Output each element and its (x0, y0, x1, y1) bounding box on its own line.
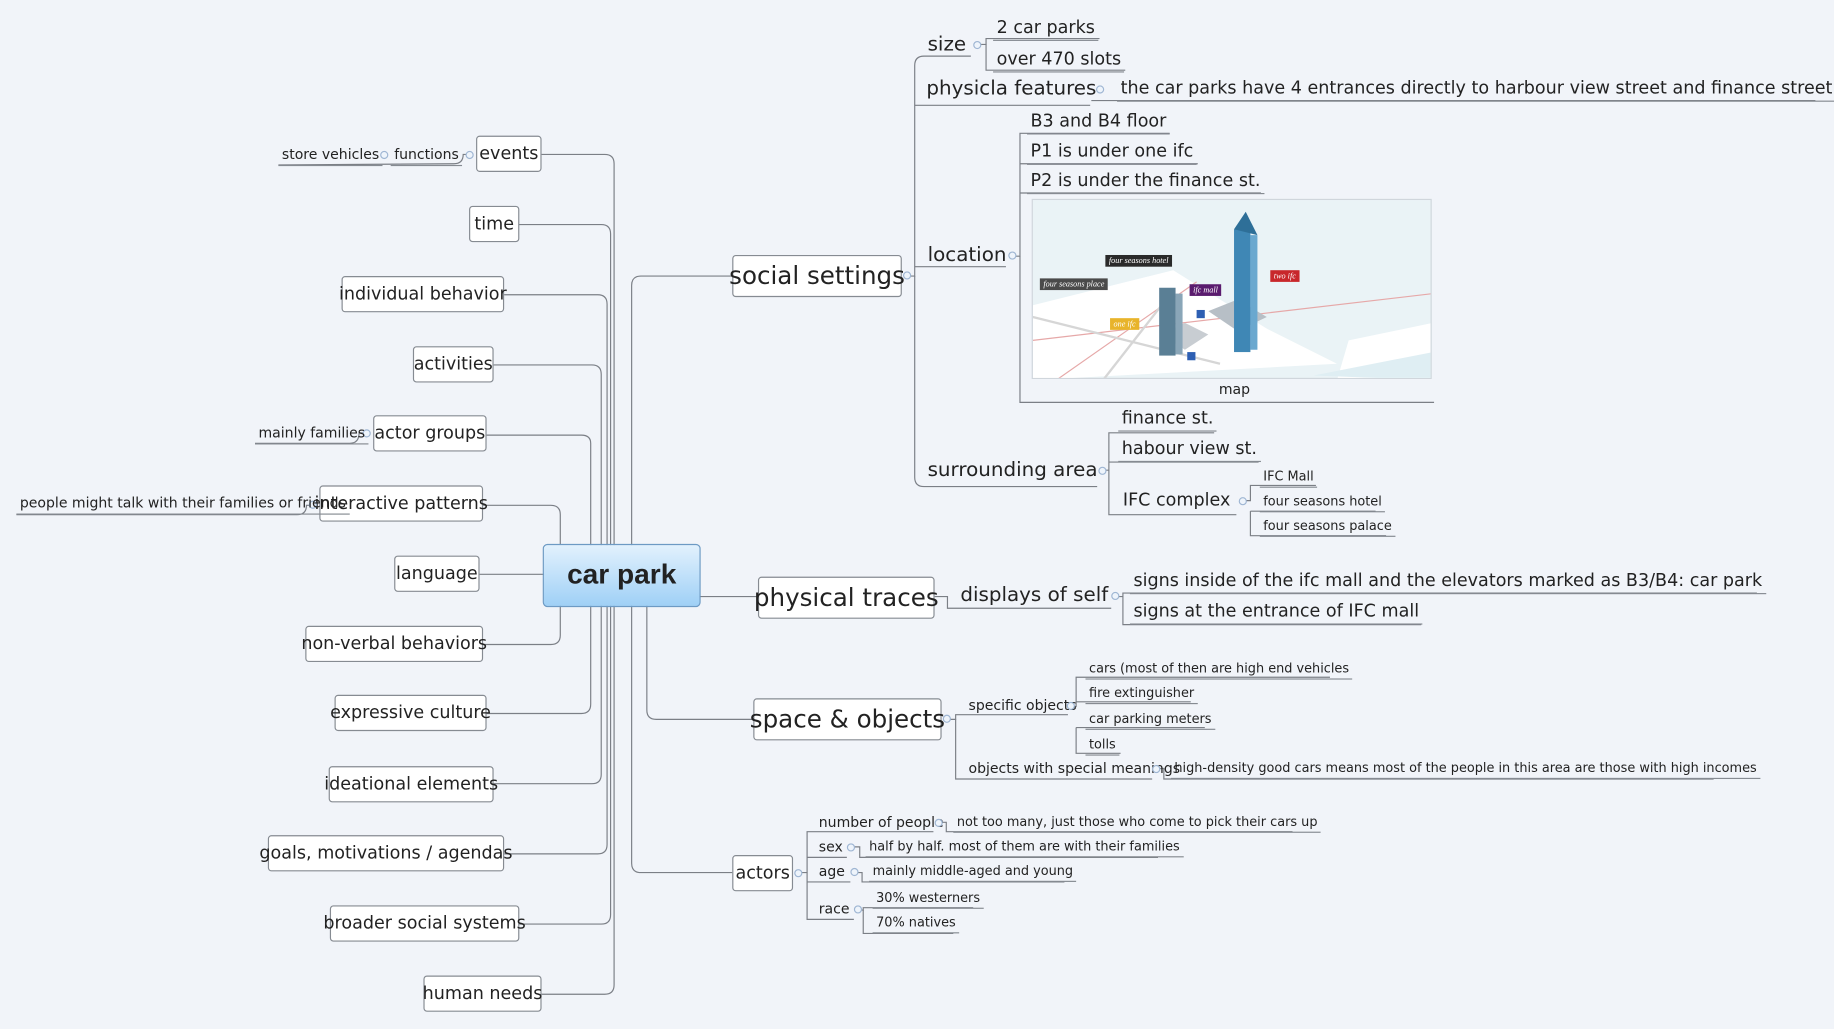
collapse-icon[interactable] (846, 843, 856, 852)
map-label-two-ifc: two ifc (1270, 270, 1300, 282)
space-specific-objects[interactable]: specific objects (968, 697, 1077, 714)
actor-groups-detail[interactable]: mainly families (254, 426, 369, 445)
location-item-0[interactable]: B3 and B4 floor (1026, 112, 1170, 135)
collapse-icon[interactable] (934, 818, 943, 827)
topic-broader-social-systems[interactable]: broader social systems (323, 905, 526, 942)
collapse-icon[interactable] (1152, 764, 1161, 774)
location-item-2[interactable]: P2 is under the finance st. (1026, 171, 1264, 195)
physical-traces-displays[interactable]: displays of self (960, 583, 1109, 608)
interactive-patterns-detail[interactable]: people might talk with their families or… (16, 496, 350, 515)
number-detail[interactable]: not too many, just those who come to pic… (953, 815, 1322, 833)
social-surrounding-area[interactable]: surrounding area (927, 458, 1098, 482)
collapse-icon[interactable] (1096, 85, 1105, 94)
topic-non-verbal-behaviors[interactable]: non-verbal behaviors (301, 625, 487, 663)
specific-item-1[interactable]: fire extinguisher (1085, 687, 1198, 705)
map-label-ifc-mall: ifc mall (1189, 284, 1222, 296)
race-item-1[interactable]: 70% natives (872, 916, 960, 934)
ifc-item-2[interactable]: four seasons palace (1259, 519, 1396, 537)
social-physical-features[interactable]: physicla features (926, 77, 1097, 101)
display-item-1[interactable]: signs at the entrance of IFC mall (1129, 602, 1423, 625)
topic-space-objects[interactable]: space & objects (750, 698, 945, 741)
specific-item-0[interactable]: cars (most of then are high end vehicles (1085, 662, 1353, 680)
collapse-icon[interactable] (853, 905, 863, 914)
social-location[interactable]: location (927, 243, 1007, 267)
collapse-icon[interactable] (380, 150, 389, 160)
actors-race[interactable]: race (818, 900, 850, 918)
topic-actors[interactable]: actors (732, 855, 794, 892)
collapse-icon[interactable] (1008, 251, 1017, 260)
collapse-icon[interactable] (850, 867, 859, 877)
collapse-icon[interactable] (308, 500, 317, 509)
surrounding-item-0[interactable]: finance st. (1118, 409, 1217, 432)
physical-features-detail[interactable]: the car parks have 4 entrances directly … (1117, 79, 1834, 102)
collapse-icon[interactable] (903, 271, 912, 280)
location-map-image[interactable]: four seasons hotel four seasons place if… (1031, 198, 1432, 379)
collapse-icon[interactable] (1066, 701, 1075, 711)
topic-social-settings[interactable]: social settings (729, 254, 905, 298)
topic-ideational-elements[interactable]: ideational elements (324, 766, 498, 803)
map-label-one-ifc: one ifc (1110, 318, 1140, 330)
ifc-item-1[interactable]: four seasons hotel (1259, 495, 1386, 513)
size-item-1[interactable]: over 470 slots (993, 50, 1125, 73)
collapse-icon[interactable] (794, 869, 803, 878)
map-label-four-seasons-hotel: four seasons hotel (1105, 254, 1172, 267)
topic-physical-traces[interactable]: physical traces (754, 576, 939, 619)
surrounding-item-1[interactable]: habour view st. (1118, 439, 1261, 463)
space-special-meanings[interactable]: objects with special meanings (968, 760, 1181, 777)
age-detail[interactable]: mainly middle-aged and young (869, 864, 1077, 882)
topic-time[interactable]: time (469, 205, 520, 243)
topic-interactive-patterns[interactable]: interactive patterns (315, 485, 488, 522)
surrounding-ifc-complex[interactable]: IFC complex (1122, 488, 1231, 510)
actors-number-of-people[interactable]: number of people (818, 814, 944, 831)
events-store-vehicles[interactable]: store vehicles (278, 147, 383, 167)
collapse-icon[interactable] (465, 150, 474, 160)
topic-activities[interactable]: activities (412, 346, 494, 383)
collapse-icon[interactable] (1238, 497, 1247, 506)
collapse-icon[interactable] (1098, 466, 1107, 475)
collapse-icon[interactable] (362, 429, 371, 438)
events-functions[interactable]: functions (390, 147, 463, 167)
topic-expressive-culture[interactable]: expressive culture (330, 694, 491, 732)
special-meanings-detail[interactable]: high-density good cars means most of the… (1170, 761, 1761, 780)
topic-individual-behavior[interactable]: individual behavior (339, 276, 507, 313)
central-topic[interactable]: car park (542, 543, 701, 608)
size-item-0[interactable]: 2 car parks (993, 18, 1099, 41)
map-label-four-seasons-place: four seasons place (1039, 278, 1108, 291)
topic-goals-motivations[interactable]: goals, motivations / agendas (259, 835, 513, 872)
actors-sex[interactable]: sex (818, 838, 843, 856)
social-size[interactable]: size (927, 32, 967, 57)
topic-events[interactable]: events (476, 135, 542, 172)
specific-item-2[interactable]: car parking meters (1085, 712, 1216, 730)
specific-item-3[interactable]: tolls (1085, 738, 1120, 756)
collapse-icon[interactable] (1111, 591, 1120, 601)
actors-age[interactable]: age (818, 863, 845, 880)
topic-actor-groups[interactable]: actor groups (373, 415, 487, 452)
collapse-icon[interactable] (942, 714, 951, 723)
location-item-1[interactable]: P1 is under one ifc (1026, 142, 1197, 165)
topic-language[interactable]: language (394, 555, 480, 592)
map-caption: map (1218, 381, 1251, 398)
ifc-item-0[interactable]: IFC Mall (1259, 470, 1318, 488)
collapse-icon[interactable] (973, 40, 982, 50)
race-item-0[interactable]: 30% westerners (872, 891, 984, 909)
topic-human-needs[interactable]: human needs (423, 975, 542, 1012)
sex-detail[interactable]: half by half. most of them are with thei… (865, 840, 1184, 858)
display-item-0[interactable]: signs inside of the ifc mall and the ele… (1129, 571, 1766, 595)
